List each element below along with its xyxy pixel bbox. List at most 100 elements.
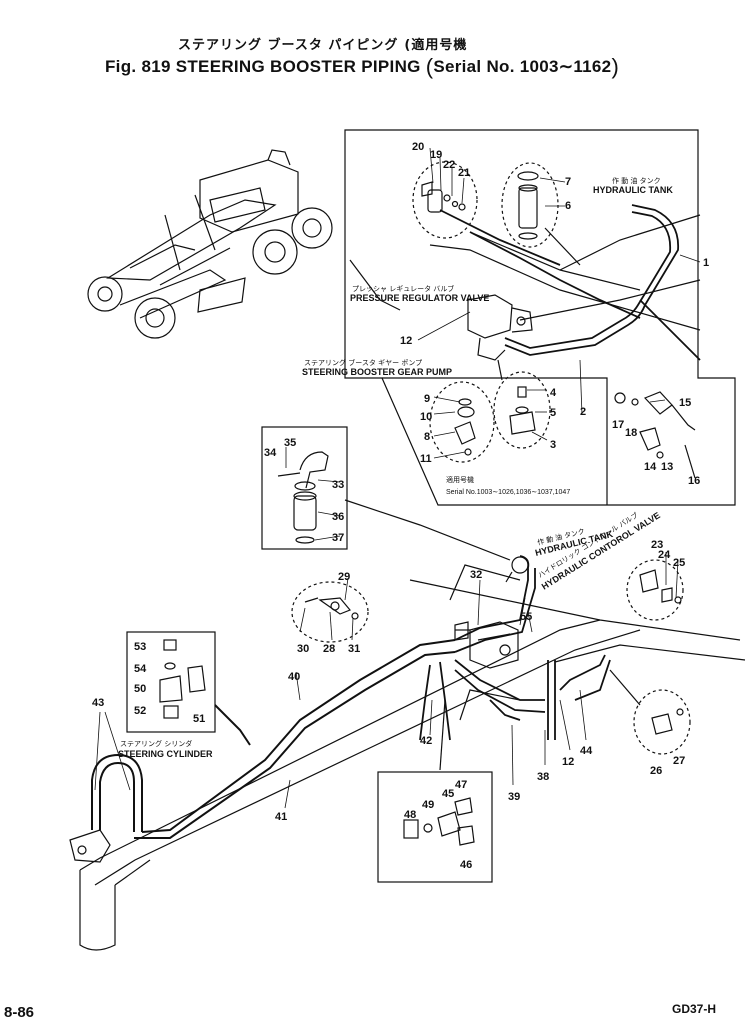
part-number: 17: [612, 419, 624, 431]
upper-tubes: [439, 204, 701, 361]
title-jp-main: ステアリング ブースタ パイピング: [178, 38, 399, 53]
detail-circle-tank-filter: [501, 162, 581, 266]
detail-box-fittings: [377, 699, 493, 883]
part-number: 1: [703, 257, 709, 269]
part-number: 44: [580, 745, 593, 757]
detail-circle-elbows: [429, 381, 495, 463]
part-number: 35: [284, 437, 296, 449]
part-number: 36: [332, 511, 344, 523]
detail-circle-fittings: [412, 161, 478, 239]
drawing-code: GD37-H: [672, 1002, 717, 1016]
part-number: 14: [644, 461, 657, 473]
part-number: 27: [673, 755, 685, 767]
page-number: 8-86: [4, 1004, 35, 1021]
pressure-regulator-valve: [467, 294, 533, 381]
hydraulic-control-valve: [454, 621, 519, 669]
cylinder-caption-jp: ステアリング シリンダ: [120, 739, 192, 748]
part-number: 15: [679, 397, 691, 409]
part-number: 41: [275, 811, 287, 823]
part-number: 12: [562, 756, 574, 768]
part-number: 26: [650, 765, 662, 777]
part-number: 39: [508, 791, 520, 803]
part-number: 45: [442, 788, 454, 800]
part-number: 7: [565, 176, 571, 188]
connector-line: [344, 499, 511, 561]
main-frame: [79, 564, 746, 951]
part-number: 53: [134, 641, 146, 653]
part-number: 8: [424, 431, 430, 443]
part-number: 46: [460, 859, 472, 871]
part-number: 19: [430, 149, 442, 161]
part-number: 22: [443, 159, 455, 171]
part-number: 4: [550, 387, 557, 399]
part-number: 2: [580, 406, 586, 418]
detail-box-clamp: [126, 631, 216, 733]
part-number: 37: [332, 532, 344, 544]
control-valve-lines: [419, 555, 611, 741]
part-number: 29: [338, 571, 350, 583]
part-number: 33: [332, 479, 344, 491]
motor-grader-overview: [87, 149, 333, 339]
leader-lines: [94, 147, 701, 809]
steering-hoses: [91, 639, 456, 839]
part-number: 43: [92, 697, 104, 709]
part-number: 21: [458, 167, 470, 179]
upper-detail-frame: [344, 129, 736, 506]
part-number: 54: [134, 663, 147, 675]
figure-name: STEERING BOOSTER PIPING: [175, 57, 421, 76]
hydraulic-tank-caption-jp: 作 動 油 タンク: [612, 176, 661, 185]
part-number: 40: [288, 671, 300, 683]
pressure-valve-caption-jp: プレッシャ レギュレータ バルブ: [352, 284, 454, 293]
cylinder-end: [69, 829, 111, 863]
part-number: 51: [193, 713, 205, 725]
part-number: 12: [400, 335, 412, 347]
part-number: 24: [658, 549, 671, 561]
part-number: 50: [134, 683, 146, 695]
part-numbers: 1 2 3 4 5 6 7 8 9 10 11 12 12 13 14 15 1…: [92, 141, 709, 871]
part-number: 52: [134, 705, 146, 717]
part-number: 9: [424, 393, 430, 405]
gear-pump-caption-jp: ステアリング ブースタ ギヤー ポンプ: [304, 358, 422, 367]
part-number: 13: [661, 461, 673, 473]
part-number: 38: [537, 771, 549, 783]
title-jp-sub: (適用号機: [404, 38, 468, 53]
part-number: 48: [404, 809, 416, 821]
detail-circle-tee: [609, 669, 691, 755]
serial-note-jp: 適用号機: [446, 475, 474, 484]
figure-number: Fig. 819: [105, 57, 171, 76]
figure-title: Fig. 819 STEERING BOOSTER PIPING (Serial…: [105, 54, 620, 79]
detail-circle-elbow-right: [626, 559, 684, 621]
part-number: 18: [625, 427, 637, 439]
part-number: 34: [264, 447, 277, 459]
part-number: 42: [420, 735, 432, 747]
part-number: 5: [550, 407, 556, 419]
part-number: 30: [297, 643, 309, 655]
part-number: 23: [651, 539, 663, 551]
detail-box-filter: [261, 426, 348, 550]
part-number: 31: [348, 643, 360, 655]
part-number: 32: [470, 569, 482, 581]
part-number: 47: [455, 779, 467, 791]
detail-circle-elbow-left: [291, 581, 369, 643]
figure-serial: Serial No. 1003∼1162: [433, 57, 612, 76]
part-number: 25: [673, 557, 685, 569]
gear-pump-caption: STEERING BOOSTER GEAR PUMP: [302, 367, 452, 377]
tank-fitting-lower: [505, 556, 529, 583]
hydraulic-tank-caption: HYDRAULIC TANK: [593, 185, 673, 195]
part-number: 20: [412, 141, 424, 153]
pressure-valve-caption: PRESSURE REGULATOR VALVE: [350, 293, 489, 303]
part-number: 11: [420, 453, 432, 465]
detail-valves-right: [614, 391, 696, 479]
serial-note: Serial No.1003∼1026,1036∼1037,1047: [446, 489, 570, 496]
part-number: 10: [420, 411, 432, 423]
title-japanese: ステアリング ブースタ パイピング (適用号機: [178, 34, 467, 53]
cylinder-caption: STEERING CYLINDER: [118, 749, 213, 759]
part-number: 49: [422, 799, 434, 811]
detail-circle-flange: [493, 371, 551, 449]
part-number: 28: [323, 643, 335, 655]
part-number: 6: [565, 200, 571, 212]
part-number: 55: [520, 611, 532, 623]
part-number: 3: [550, 439, 556, 451]
part-number: 16: [688, 475, 700, 487]
